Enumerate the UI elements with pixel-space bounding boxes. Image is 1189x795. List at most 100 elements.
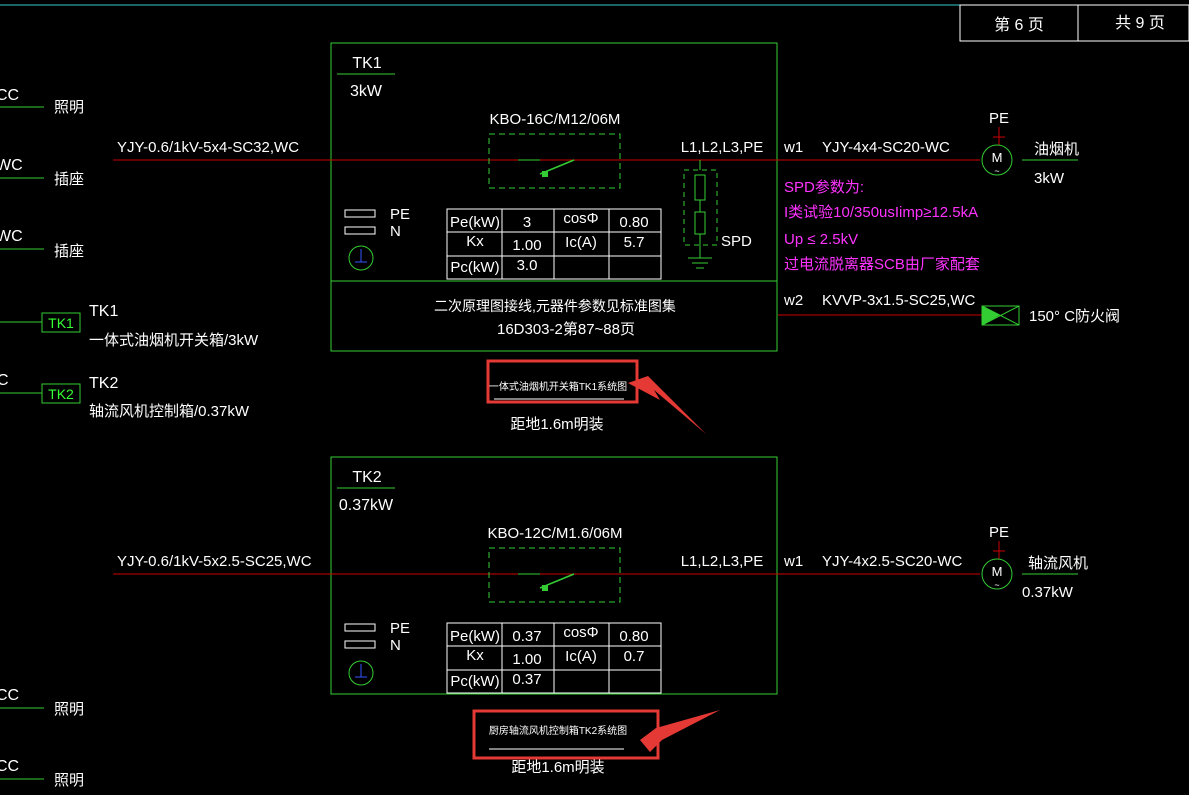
tk1-motor-power: 3kW xyxy=(1034,170,1065,187)
tk1-reference-title: TK1 xyxy=(89,303,118,320)
tk1-fire-damper-fill xyxy=(982,306,1000,325)
tk2-motor-ac-mark: ~ xyxy=(994,580,999,590)
tk1-spd: SPD xyxy=(683,160,752,269)
tk2-reference-box-label: TK2 xyxy=(48,386,74,402)
tk1-n-label: N xyxy=(390,223,401,240)
tk2-motor-name: 轴流风机 xyxy=(1028,555,1088,572)
tk1-pc-value: 3.0 xyxy=(517,257,538,274)
tk2-cos-key: cosΦ xyxy=(563,624,598,641)
tk1-name: TK1 xyxy=(352,55,381,72)
tk2-caption: 厨房轴流风机控制箱TK2系统图 xyxy=(489,724,627,737)
tk1-power: 3kW xyxy=(350,83,383,100)
tk2-out1-id: w1 xyxy=(783,553,803,570)
tk1-reference-box-label: TK1 xyxy=(48,315,74,331)
tk2-reference-box xyxy=(41,383,81,404)
tk1-kx-value: 1.00 xyxy=(512,237,541,254)
tk2-pe-key: Pe(kW) xyxy=(450,628,500,645)
tk1-note-line-1: 二次原理图接线,元器件参数见标准图集 xyxy=(434,298,676,314)
tk2-load-table: Pe(kW) 0.37 cosΦ 0.80 Kx 1.00 Ic(A) 0.7 … xyxy=(446,622,662,694)
tk2-motor-pe: PE xyxy=(989,524,1009,541)
tk1-system: TK1 3kW YJY-0.6/1kV-5x4-SC32,WC KBO-16C/… xyxy=(113,42,1120,434)
tk1-cos-value: 0.80 xyxy=(619,214,648,231)
tk1-out2-id: w2 xyxy=(783,292,803,309)
tk2-breaker-frame xyxy=(488,547,621,603)
tk1-breaker-mark xyxy=(542,171,548,177)
tk2-n-bar xyxy=(344,640,376,649)
tk2-pc-key: Pc(kW) xyxy=(450,673,499,690)
left-circuit-cut-7: CC xyxy=(0,758,19,775)
left-circuit-label-3: 插座 xyxy=(54,243,84,260)
tk1-load-table: Pe(kW) 3 cosΦ 0.80 Kx 1.00 Ic(A) 5.7 Pc(… xyxy=(446,208,662,280)
tk1-breaker-frame xyxy=(488,133,621,189)
left-circuit-label-1: 照明 xyxy=(54,99,84,116)
tk1-pc-key: Pc(kW) xyxy=(450,259,499,276)
tk1-fire-damper-diag-2 xyxy=(981,305,1020,326)
page-number: 第 6 页 xyxy=(994,16,1044,34)
tk1-spd-param-2: Up ≤ 2.5kV xyxy=(784,231,858,248)
tk2-pe-bar xyxy=(344,623,376,632)
tk2-out1-cable: YJY-4x2.5-SC20-WC xyxy=(822,553,962,570)
tk1-spd-param-title: SPD参数为: xyxy=(784,179,864,196)
tk2-breaker-mark xyxy=(542,585,548,591)
tk1-mount-note: 距地1.6m明装 xyxy=(510,416,603,433)
left-circuit-cut-6: CC xyxy=(0,687,19,704)
tk2-name: TK2 xyxy=(352,469,381,486)
tk1-reference-box xyxy=(41,312,81,333)
tk1-phases: L1,L2,L3,PE xyxy=(681,139,764,156)
tk2-ic-value: 0.7 xyxy=(624,648,645,665)
tk1-out2-cable: KVVP-3x1.5-SC25,WC xyxy=(822,292,976,309)
left-circuit-label-2: 插座 xyxy=(54,171,84,188)
tk2-n-label: N xyxy=(390,637,401,654)
tk1-motor-ac-mark: ~ xyxy=(994,166,999,176)
tk1-spd-param-1: I类试验10/350usIimp≥12.5kA xyxy=(784,204,978,221)
tk1-fire-damper-label: 150° C防火阀 xyxy=(1029,308,1120,325)
tk1-ic-value: 5.7 xyxy=(624,234,645,251)
tk1-pe-bar xyxy=(344,209,376,218)
tk1-out1-cable: YJY-4x4-SC20-WC xyxy=(822,139,950,156)
tk1-enclosure xyxy=(330,42,778,352)
tk2-breaker-label: KBO-12C/M1.6/06M xyxy=(487,525,622,542)
tk1-incoming-cable: YJY-0.6/1kV-5x4-SC32,WC xyxy=(117,139,299,156)
tk1-spd-fuse xyxy=(694,174,706,201)
tk1-reference-desc: 一体式油烟机开关箱/3kW xyxy=(89,332,259,349)
tk2-kx-value: 1.00 xyxy=(512,651,541,668)
left-circuit-cut-3: WC xyxy=(0,228,23,245)
tk2-incoming-cable: YJY-0.6/1kV-5x2.5-SC25,WC xyxy=(117,553,312,570)
tk2-pe-label: PE xyxy=(390,620,410,637)
tk2-ground-symbol xyxy=(348,660,374,686)
tk1-out1-id: w1 xyxy=(783,139,803,156)
tk1-n-bar xyxy=(344,226,376,235)
tk1-motor-symbol xyxy=(981,144,1013,176)
tk1-cos-key: cosΦ xyxy=(563,210,598,227)
tk2-motor-letter: M xyxy=(992,564,1003,579)
tk2-pe-value: 0.37 xyxy=(512,628,541,645)
tk1-breaker-label: KBO-16C/M12/06M xyxy=(490,111,621,128)
tk2-reference-desc: 轴流风机控制箱/0.37kW xyxy=(89,403,250,420)
tk1-ground-symbol xyxy=(348,245,374,271)
tk1-pe-key: Pe(kW) xyxy=(450,214,500,231)
page-header-frame xyxy=(959,4,1189,42)
left-circuit-cut-5: C xyxy=(0,372,9,389)
tk2-reference-title: TK2 xyxy=(89,375,118,392)
page-header: 第 6 页 共 9 页 xyxy=(0,4,1189,42)
tk1-motor-letter: M xyxy=(992,150,1003,165)
left-circuit-cut-2: WC xyxy=(0,157,23,174)
left-circuit-label-6: 照明 xyxy=(54,701,84,718)
tk1-spd-param-3: 过电流脱离器SCB由厂家配套 xyxy=(784,256,980,273)
left-circuit-label-7: 照明 xyxy=(54,772,84,789)
tk2-mount-note: 距地1.6m明装 xyxy=(511,759,604,776)
tk2-enclosure xyxy=(330,456,778,695)
tk1-spd-element xyxy=(694,211,706,235)
left-circuits: CC 照明 WC 插座 WC 插座 TK1 TK1 一体式油烟机开关箱/3kW … xyxy=(0,87,259,789)
tk2-kx-key: Kx xyxy=(466,647,484,664)
tk1-spd-label: SPD xyxy=(721,233,752,250)
left-circuit-cut-1: CC xyxy=(0,87,19,104)
tk1-kx-key: Kx xyxy=(466,233,484,250)
tk1-pe-label: PE xyxy=(390,206,410,223)
tk2-power: 0.37kW xyxy=(339,497,394,514)
tk2-ic-key: Ic(A) xyxy=(565,648,597,665)
tk2-cos-value: 0.80 xyxy=(619,628,648,645)
page-total: 共 9 页 xyxy=(1115,14,1165,32)
tk1-callout-arrow xyxy=(628,376,706,434)
